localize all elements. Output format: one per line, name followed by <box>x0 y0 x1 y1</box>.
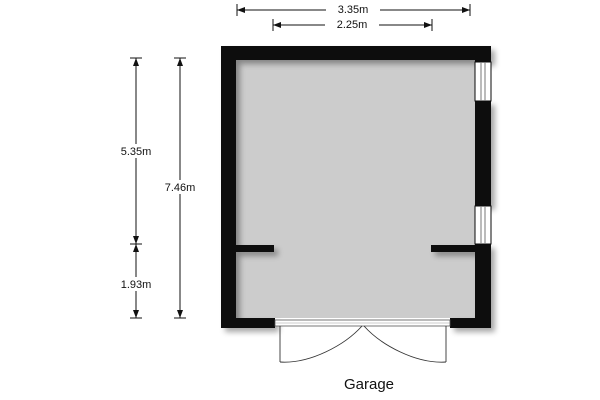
dimension-total-depth: 7.46m <box>156 57 204 319</box>
outer-width-label: 3.35m <box>338 4 369 16</box>
door-leaf-left <box>279 325 363 363</box>
wall-stub-right <box>431 245 475 252</box>
window-lower <box>474 205 492 245</box>
garage-room <box>221 46 492 363</box>
wall-left <box>221 46 236 328</box>
door-leaf-right <box>363 325 447 363</box>
dimension-outer-width: 3.35m <box>236 2 471 16</box>
dimension-lower-depth: 1.93m <box>112 244 160 319</box>
door-threshold <box>274 319 451 327</box>
room-name-label: Garage <box>344 376 394 393</box>
inner-width-label: 2.25m <box>337 19 368 31</box>
double-door <box>279 325 447 363</box>
window-upper <box>474 61 492 102</box>
walls <box>221 46 491 328</box>
wall-stub-left <box>236 245 274 252</box>
wall-right-middle <box>475 101 491 206</box>
floor-area <box>236 60 475 318</box>
lower-depth-label: 1.93m <box>121 279 152 291</box>
wall-top <box>221 46 491 60</box>
wall-bottom-left <box>221 318 275 328</box>
dimension-inner-width: 2.25m <box>272 17 433 31</box>
wall-bottom-right <box>450 318 491 328</box>
wall-right-top <box>475 46 491 62</box>
wall-right-bottom <box>475 244 491 328</box>
dimension-upper-depth: 5.35m <box>112 57 160 245</box>
upper-depth-label: 5.35m <box>121 146 152 158</box>
total-depth-label: 7.46m <box>165 182 196 194</box>
